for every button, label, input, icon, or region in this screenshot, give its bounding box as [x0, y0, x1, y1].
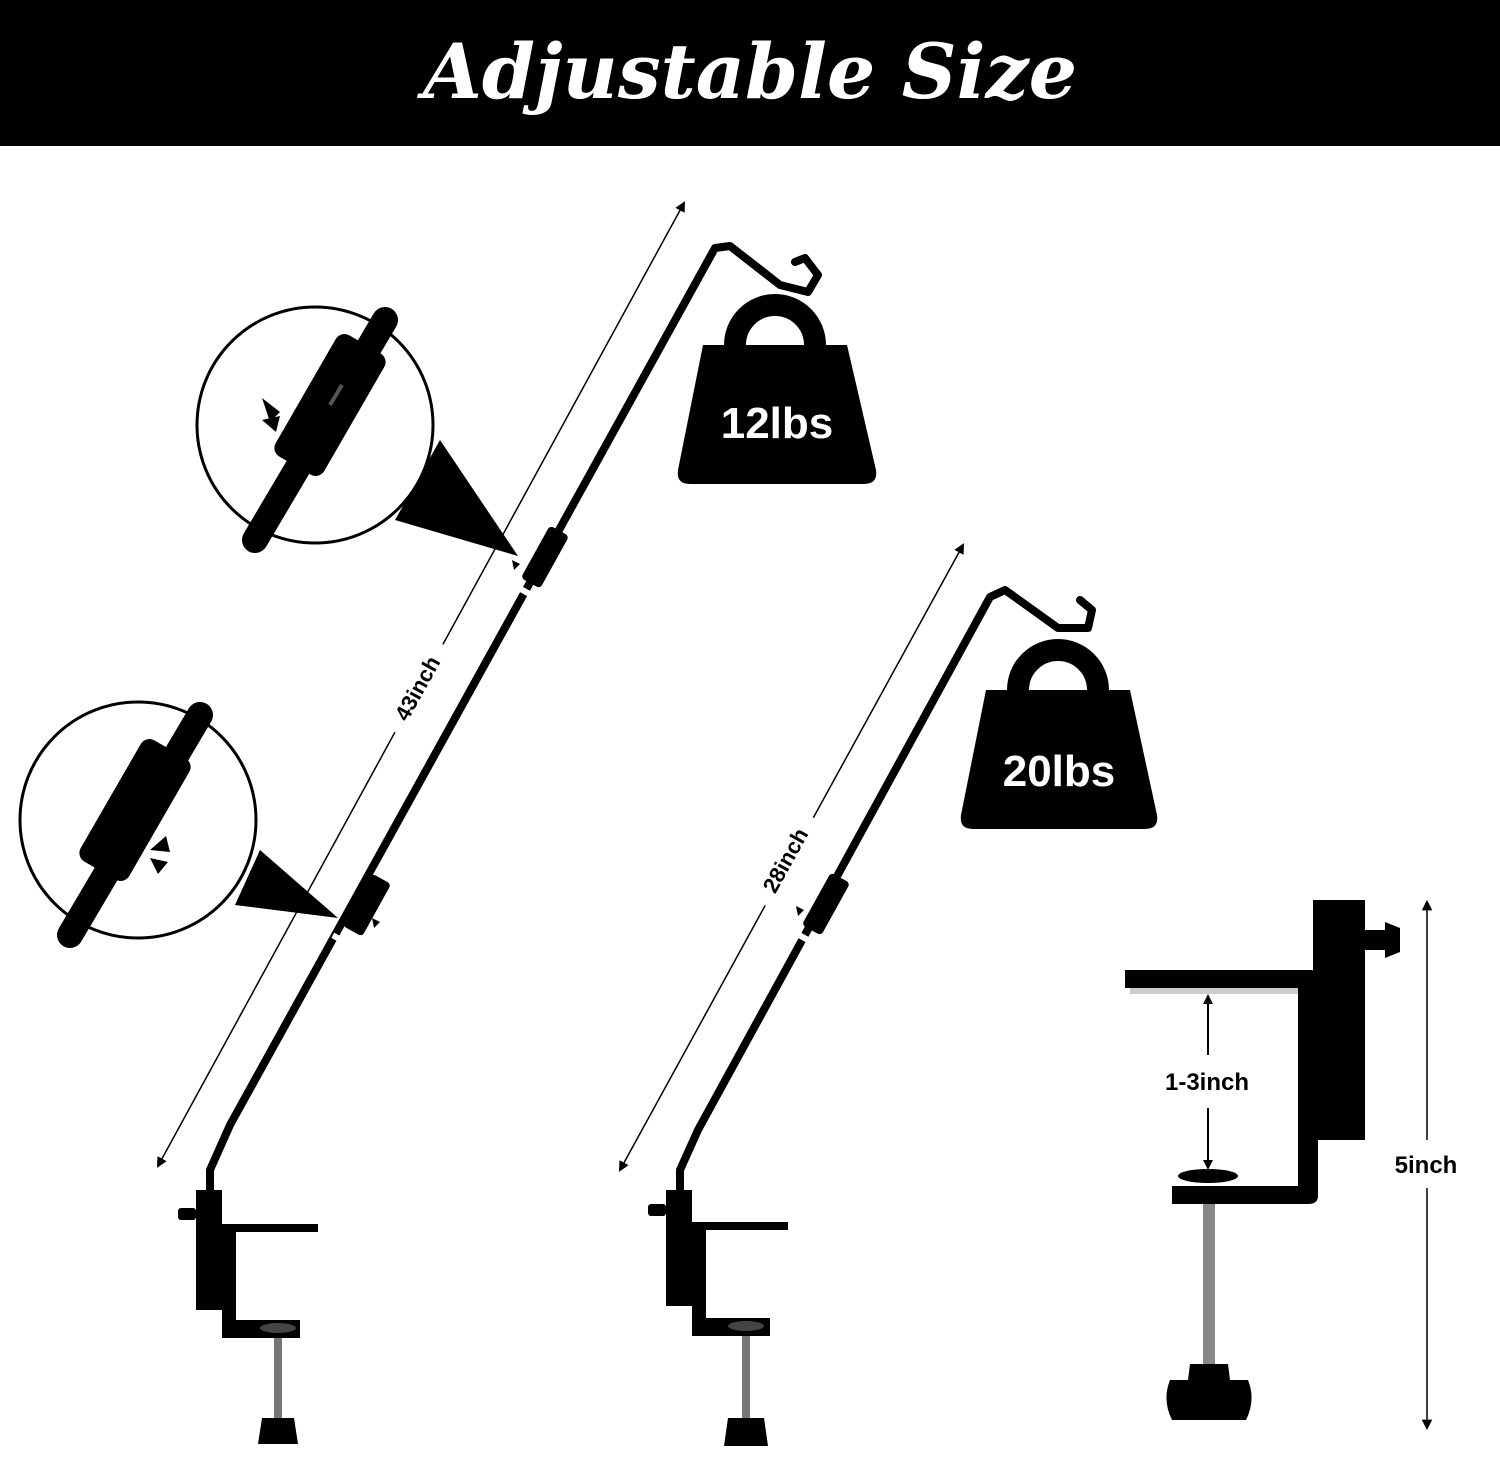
knob-icon: [1166, 1380, 1252, 1420]
weight-label-20lbs: 20lbs: [1003, 747, 1116, 796]
header-banner: Adjustable Size: [0, 0, 1500, 146]
banner-title: Adjustable Size: [422, 27, 1078, 116]
table-clamp-1: [178, 1190, 318, 1444]
clamp-detail: 1-3inch 5inch: [1125, 899, 1458, 1431]
table-clamp-2: [648, 1190, 788, 1446]
zoom-callout-lower: [18, 700, 338, 948]
weight-label-12lbs: 12lbs: [721, 399, 834, 448]
gap-label: 1-3inch: [1165, 1069, 1249, 1096]
pole-hook-28inch: 20lbs 28inch: [618, 543, 1158, 1446]
knob-icon: [1365, 922, 1400, 958]
weight-icon-12lbs: 12lbs: [677, 294, 877, 484]
height-label: 5inch: [1395, 1152, 1458, 1179]
zoom-callout-upper: [195, 305, 518, 556]
weight-icon-20lbs: 20lbs: [960, 639, 1158, 829]
pole-hook-43inch: 12lbs 43inch: [156, 201, 877, 1444]
